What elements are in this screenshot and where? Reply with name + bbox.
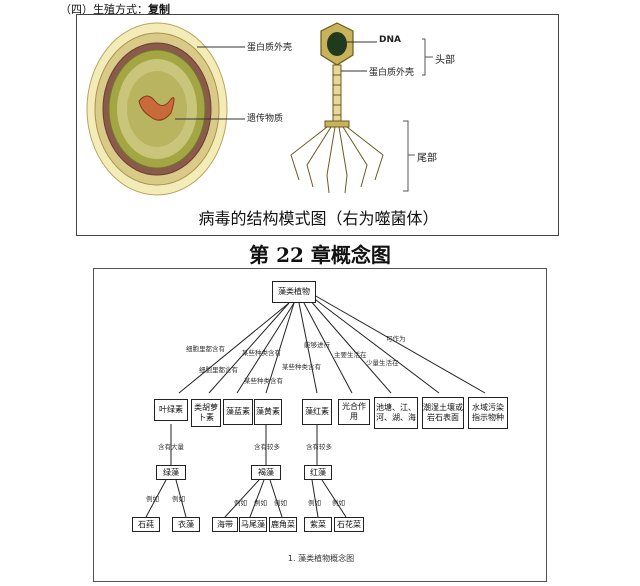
edge-label-eg-2: 例如 (172, 495, 185, 503)
node-root-algae: 藻类植物 (272, 281, 316, 303)
edge-label-few-live: 少量生活在 (366, 359, 399, 367)
edge-label-eg-1: 例如 (146, 495, 159, 503)
node-phycocyanin: 藻蓝素 (223, 399, 253, 425)
edge-label-some-contain-3: 某些种类含有 (282, 363, 321, 371)
reproduction-value: 复制 (148, 3, 170, 16)
algae-concept-map: 藻类植物 叶绿素 类胡萝卜素 藻蓝素 藻黄素 藻红素 光合作用 池塘、江、河、湖… (93, 268, 547, 582)
edge-label-some-contain: 某些种类含有 (242, 349, 281, 357)
edge-label-can-be: 可作为 (386, 335, 406, 343)
genetic-material-label: 遗传物质 (247, 114, 284, 124)
head-label: 头部 (435, 55, 455, 66)
node-pelvetia: 鹿角菜 (269, 517, 297, 532)
edge-label-some-contain-2: 某些种类含有 (244, 377, 283, 385)
node-brown-algae: 褐藻 (251, 465, 281, 480)
virus-structure-figure: 蛋白质外壳 遗传物质 DNA 蛋白质外壳 头部 尾部 病毒的结构模式图（右为噬菌… (76, 14, 559, 236)
node-chlorophyll: 叶绿素 (154, 399, 188, 421)
concept-map-connectors (145, 294, 486, 518)
node-porphyra: 紫菜 (304, 517, 332, 532)
node-kelp: 海带 (212, 517, 238, 532)
node-sargassum: 马尾藻 (239, 517, 267, 532)
node-red-algae: 红藻 (304, 465, 332, 480)
spherical-virus-drawing (86, 22, 228, 196)
node-ulva: 石莼 (132, 517, 160, 532)
dna-label: DNA (379, 35, 401, 45)
node-chlamydomonas: 衣藻 (172, 517, 200, 532)
tail-label: 尾部 (417, 153, 437, 164)
reproduction-line: （四）生殖方式：复制 (60, 1, 170, 17)
edge-label-eg-6: 例如 (308, 499, 321, 507)
node-carotenoid: 类胡萝卜素 (191, 399, 221, 427)
node-fucoxanthin: 藻黄素 (254, 399, 282, 425)
protein-shell-label-right: 蛋白质外壳 (369, 68, 415, 78)
edge-label-eg-4: 例如 (254, 499, 267, 507)
edge-label-cells-contain-2: 细胞里都含有 (199, 366, 238, 374)
virus-figure-caption: 病毒的结构模式图（右为噬菌体） (198, 209, 439, 228)
protein-shell-label-left: 蛋白质外壳 (247, 43, 293, 53)
edge-label-mainly-live: 主要生活在 (334, 351, 367, 359)
edge-label-eg-7: 例如 (332, 499, 345, 507)
node-pollution-indicator: 水域污染指示物种 (468, 397, 508, 429)
chapter-title: 第 22 章概念图 (249, 243, 391, 267)
node-gelidium: 石花菜 (334, 517, 364, 532)
edge-label-can-do: 能够进行 (304, 341, 330, 349)
node-green-algae: 绿藻 (156, 465, 186, 480)
bacteriophage-drawing (290, 22, 384, 194)
node-water-habitat: 池塘、江、河、湖、海 (374, 397, 418, 429)
edge-label-contains-more: 含有较多 (254, 443, 280, 451)
node-moist-habitat: 潮湿土壤或岩石表面 (422, 397, 464, 429)
edge-label-eg-3: 例如 (234, 499, 247, 507)
virus-illustration (86, 22, 433, 196)
edge-label-contains-much: 含有大量 (158, 443, 184, 451)
edge-label-eg-5: 例如 (274, 499, 287, 507)
reproduction-prefix: （四）生殖方式： (60, 3, 148, 16)
node-photosynthesis: 光合作用 (338, 399, 370, 425)
edge-label-cells-contain: 细胞里都含有 (186, 345, 225, 353)
node-phycoerythrin: 藻红素 (302, 399, 332, 425)
edge-label-contains-more-2: 含有较多 (306, 443, 332, 451)
concept-map-caption: 1. 藻类植物概念图 (287, 554, 355, 563)
